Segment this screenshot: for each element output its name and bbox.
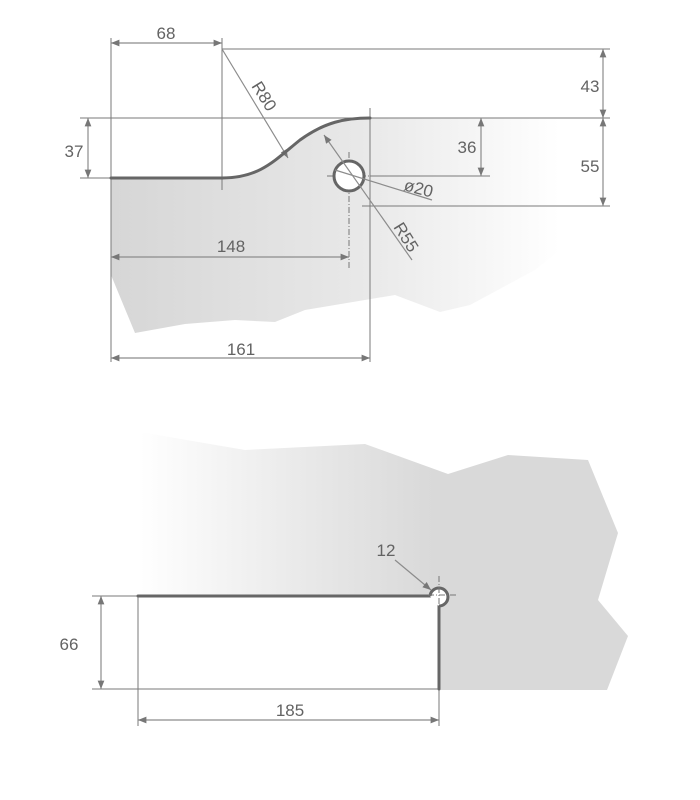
- dimension-label-37: 37: [65, 142, 84, 161]
- hole-circle: [332, 159, 366, 193]
- dimension-label-161: 161: [227, 340, 255, 359]
- dimension-label-68: 68: [157, 24, 176, 43]
- diameter-leader-20: [334, 169, 433, 201]
- profile-outline: [109, 116, 372, 180]
- radius-leader-12: [394, 559, 432, 591]
- cutout-area: [138, 596, 439, 690]
- relief-hole-arc: [428, 586, 450, 608]
- bottom-drawing: 12 66 185: [60, 432, 628, 726]
- dimension-label-55: 55: [581, 157, 600, 176]
- bottom-material-fill: [140, 432, 628, 690]
- radius-leader-r80: [221, 48, 289, 159]
- dimension-label-12: 12: [377, 541, 396, 560]
- dimension-label-36: 36: [458, 138, 477, 157]
- dimension-label-43: 43: [581, 77, 600, 96]
- dimension-label-66: 66: [60, 635, 79, 654]
- top-drawing: 68 43 55 37 36 R80 R55 ø20 148: [65, 24, 610, 362]
- radius-leader-r55: [323, 134, 413, 261]
- dimension-label-r80: R80: [248, 78, 281, 115]
- top-material-fill: [111, 118, 560, 333]
- dimension-label-148: 148: [217, 237, 245, 256]
- dimension-label-185: 185: [276, 701, 304, 720]
